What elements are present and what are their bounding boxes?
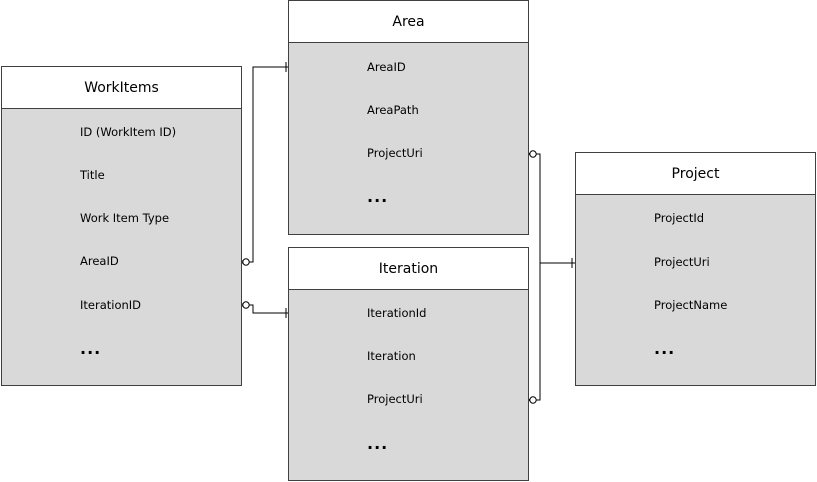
field-project-uri: ProjectUri: [367, 392, 423, 406]
field-more: ...: [367, 187, 389, 206]
connector-workitems-iteration: [234, 299, 291, 318]
entity-workitems[interactable]: WorkItems ID (WorkItem ID) Title Work It…: [1, 66, 242, 386]
entity-title: Iteration: [289, 248, 528, 290]
field-more: ...: [654, 339, 676, 358]
field-id: ID (WorkItem ID): [80, 125, 177, 139]
connector-area-project: [520, 148, 575, 264]
connector-iteration-project: [520, 258, 577, 406]
connector-workitems-area: [234, 62, 291, 268]
field-more: ...: [80, 339, 102, 358]
field-project-uri: ProjectUri: [367, 146, 423, 160]
field-more: ...: [367, 434, 389, 453]
entity-project[interactable]: Project ProjectId ProjectUri ProjectName…: [575, 152, 816, 386]
field-title: Title: [80, 168, 105, 182]
field-iteration-id: IterationID: [80, 298, 142, 312]
entity-title: Area: [289, 1, 528, 43]
field-work-item-type: Work Item Type: [80, 211, 170, 225]
field-project-id: ProjectId: [654, 211, 705, 225]
entity-iteration[interactable]: Iteration IterationId Iteration ProjectU…: [288, 247, 529, 481]
entity-title: WorkItems: [2, 67, 241, 109]
entity-title: Project: [576, 153, 815, 195]
field-area-path: AreaPath: [367, 103, 419, 117]
field-project-name: ProjectName: [654, 298, 728, 312]
field-project-uri: ProjectUri: [654, 255, 710, 269]
field-area-id: AreaID: [80, 254, 119, 268]
field-iteration-id: IterationId: [367, 306, 427, 320]
field-iteration: Iteration: [367, 349, 416, 363]
entity-area[interactable]: Area AreaID AreaPath ProjectUri ...: [288, 0, 529, 235]
field-area-id: AreaID: [367, 60, 406, 74]
